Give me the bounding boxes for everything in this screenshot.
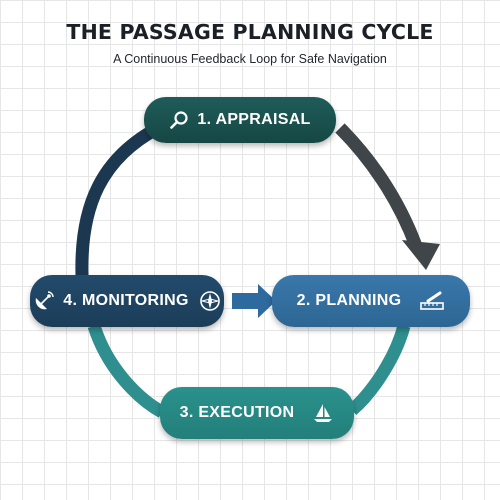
connector-appraisal-to-planning bbox=[335, 123, 423, 249]
connector-monitoring-to-planning-arrowhead bbox=[258, 284, 276, 318]
magnifying-glass-icon bbox=[169, 110, 189, 130]
diagram-title: THE PASSAGE PLANNING CYCLE bbox=[66, 20, 434, 44]
ruler-pencil-icon bbox=[419, 290, 445, 312]
step-appraisal: 1. APPRAISAL bbox=[144, 97, 336, 143]
connector-execution-to-monitoring bbox=[87, 323, 166, 418]
step-execution-label: 3. EXECUTION bbox=[179, 404, 295, 421]
connector-appraisal-to-planning-arrowhead bbox=[402, 240, 440, 270]
step-monitoring-label: 4. MONITORING bbox=[63, 292, 189, 309]
step-monitoring: 4. MONITORING bbox=[30, 275, 224, 327]
connector-monitoring-to-planning bbox=[232, 293, 260, 309]
connector-monitoring-to-appraisal bbox=[75, 122, 162, 277]
connector-planning-to-execution bbox=[347, 324, 411, 415]
step-execution: 3. EXECUTION bbox=[160, 387, 354, 439]
compass-icon bbox=[199, 290, 221, 312]
step-planning: 2. PLANNING bbox=[272, 275, 470, 327]
step-appraisal-label: 1. APPRAISAL bbox=[197, 111, 311, 128]
satellite-dish-icon bbox=[33, 290, 55, 312]
diagram-subtitle: A Continuous Feedback Loop for Safe Navi… bbox=[113, 52, 387, 66]
sailboat-icon bbox=[312, 402, 334, 424]
step-planning-label: 2. PLANNING bbox=[296, 292, 402, 309]
